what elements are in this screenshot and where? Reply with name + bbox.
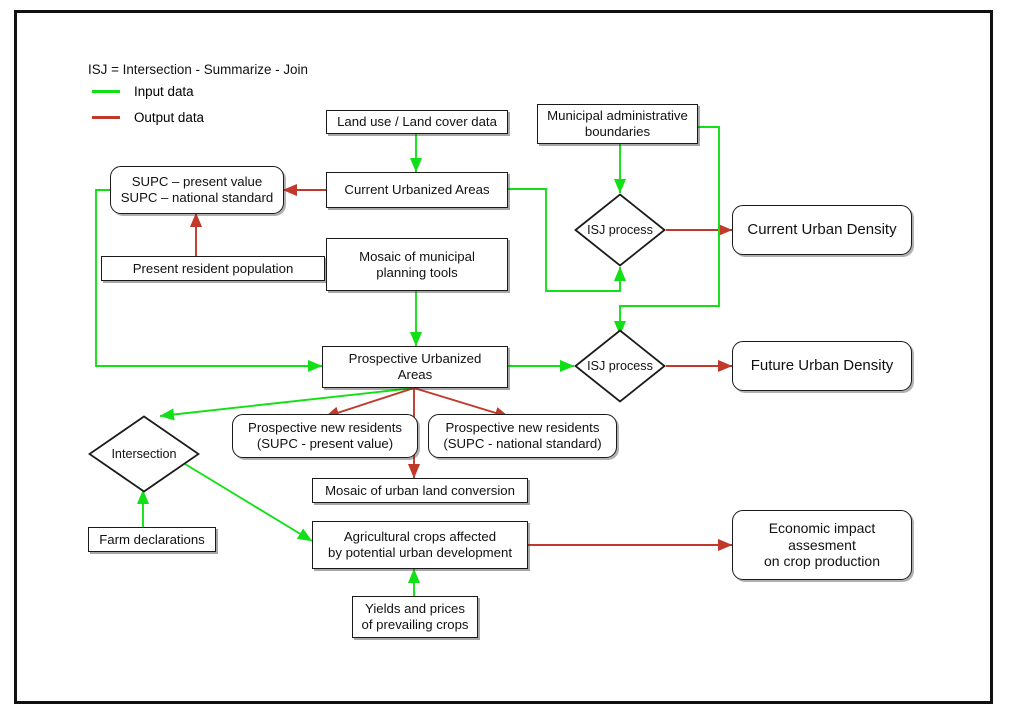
node-supc-values[interactable]: SUPC – present value SUPC – national sta… (110, 166, 284, 214)
node-label-line1: Municipal administrative (547, 108, 688, 124)
node-label-line2: Areas (397, 367, 433, 382)
node-label-line1: Economic impact (768, 520, 876, 537)
node-future-urban-density[interactable]: Future Urban Density (732, 341, 912, 391)
node-current-urbanized-areas[interactable]: Current Urbanized Areas (326, 172, 508, 208)
node-label: Farm declarations (99, 531, 205, 547)
node-isj-process-top[interactable]: ISJ process (574, 193, 666, 267)
node-label-line1: Mosaic of municipal (359, 248, 475, 264)
node-label: Mosaic of urban land conversion (325, 482, 515, 498)
node-label-line2: by potential urban development (327, 545, 513, 560)
diamond-shape-icon (574, 193, 666, 267)
node-label-line2: (SUPC - national standard) (443, 436, 602, 451)
node-prospective-new-residents-present-value[interactable]: Prospective new residents (SUPC - presen… (232, 414, 418, 458)
node-label-line3: on crop production (764, 553, 880, 570)
node-mosaic-of-urban-land-conversion[interactable]: Mosaic of urban land conversion (312, 478, 528, 503)
node-intersection[interactable]: Intersection (88, 415, 200, 493)
node-municipal-administrative-boundaries[interactable]: Municipal administrative boundaries (537, 104, 698, 144)
node-mosaic-of-municipal-planning-tools[interactable]: Mosaic of municipal planning tools (326, 238, 508, 291)
node-label-line2: process (608, 222, 653, 237)
legend-label-output: Output data (134, 110, 204, 125)
legend-label-input: Input data (134, 84, 194, 99)
diamond-shape-icon (574, 329, 666, 403)
node-economic-impact-assesment[interactable]: Economic impact assesment on crop produc… (732, 510, 912, 580)
diamond-shape-icon (88, 415, 200, 493)
legend-item-output: Output data (92, 110, 204, 125)
node-label-line2: of prevailing crops (361, 617, 469, 632)
node-prospective-new-residents-national-standard[interactable]: Prospective new residents (SUPC - nation… (428, 414, 617, 458)
node-label-line2: process (608, 358, 653, 373)
legend-swatch-output-icon (92, 116, 120, 119)
node-label: Intersection (111, 446, 177, 461)
node-label-line2: boundaries (584, 124, 651, 139)
node-label-line1: Prospective new residents (248, 420, 402, 436)
node-label-line2: assesment (788, 536, 856, 553)
node-label-line2: SUPC – national standard (120, 190, 274, 205)
node-label: Current Urban Density (747, 221, 897, 239)
node-agricultural-crops-affected[interactable]: Agricultural crops affected by potential… (312, 521, 528, 569)
node-label: Present resident population (132, 260, 294, 276)
node-label: Land use / Land cover data (337, 114, 497, 130)
node-current-urban-density[interactable]: Current Urban Density (732, 205, 912, 255)
node-label-line2: planning tools (376, 264, 458, 280)
node-label: Current Urbanized Areas (344, 182, 490, 198)
node-label-line1: Yields and prices (365, 601, 465, 617)
node-yields-and-prices[interactable]: Yields and prices of prevailing crops (352, 596, 478, 638)
node-present-resident-population[interactable]: Present resident population (101, 256, 325, 281)
node-land-use-land-cover-data[interactable]: Land use / Land cover data (326, 110, 508, 134)
node-label-line1: Prospective new residents (445, 420, 600, 436)
node-label-line1: Agricultural crops affected (343, 529, 497, 545)
node-farm-declarations[interactable]: Farm declarations (88, 527, 216, 552)
legend-swatch-input-icon (92, 90, 120, 93)
legend-title: ISJ = Intersection - Summarize - Join (88, 62, 308, 77)
node-label-line1: SUPC – present value (131, 174, 263, 190)
node-label: Future Urban Density (750, 357, 894, 375)
node-prospective-urbanized-areas[interactable]: Prospective Urbanized Areas (322, 346, 508, 388)
node-label-line2: (SUPC - present value) (256, 436, 394, 451)
node-label-line1: Prospective Urbanized (348, 351, 482, 367)
node-label-line1: ISJ (587, 222, 606, 237)
node-label-line1: ISJ (587, 358, 606, 373)
legend-item-input: Input data (92, 84, 194, 99)
node-isj-process-mid[interactable]: ISJ process (574, 329, 666, 403)
